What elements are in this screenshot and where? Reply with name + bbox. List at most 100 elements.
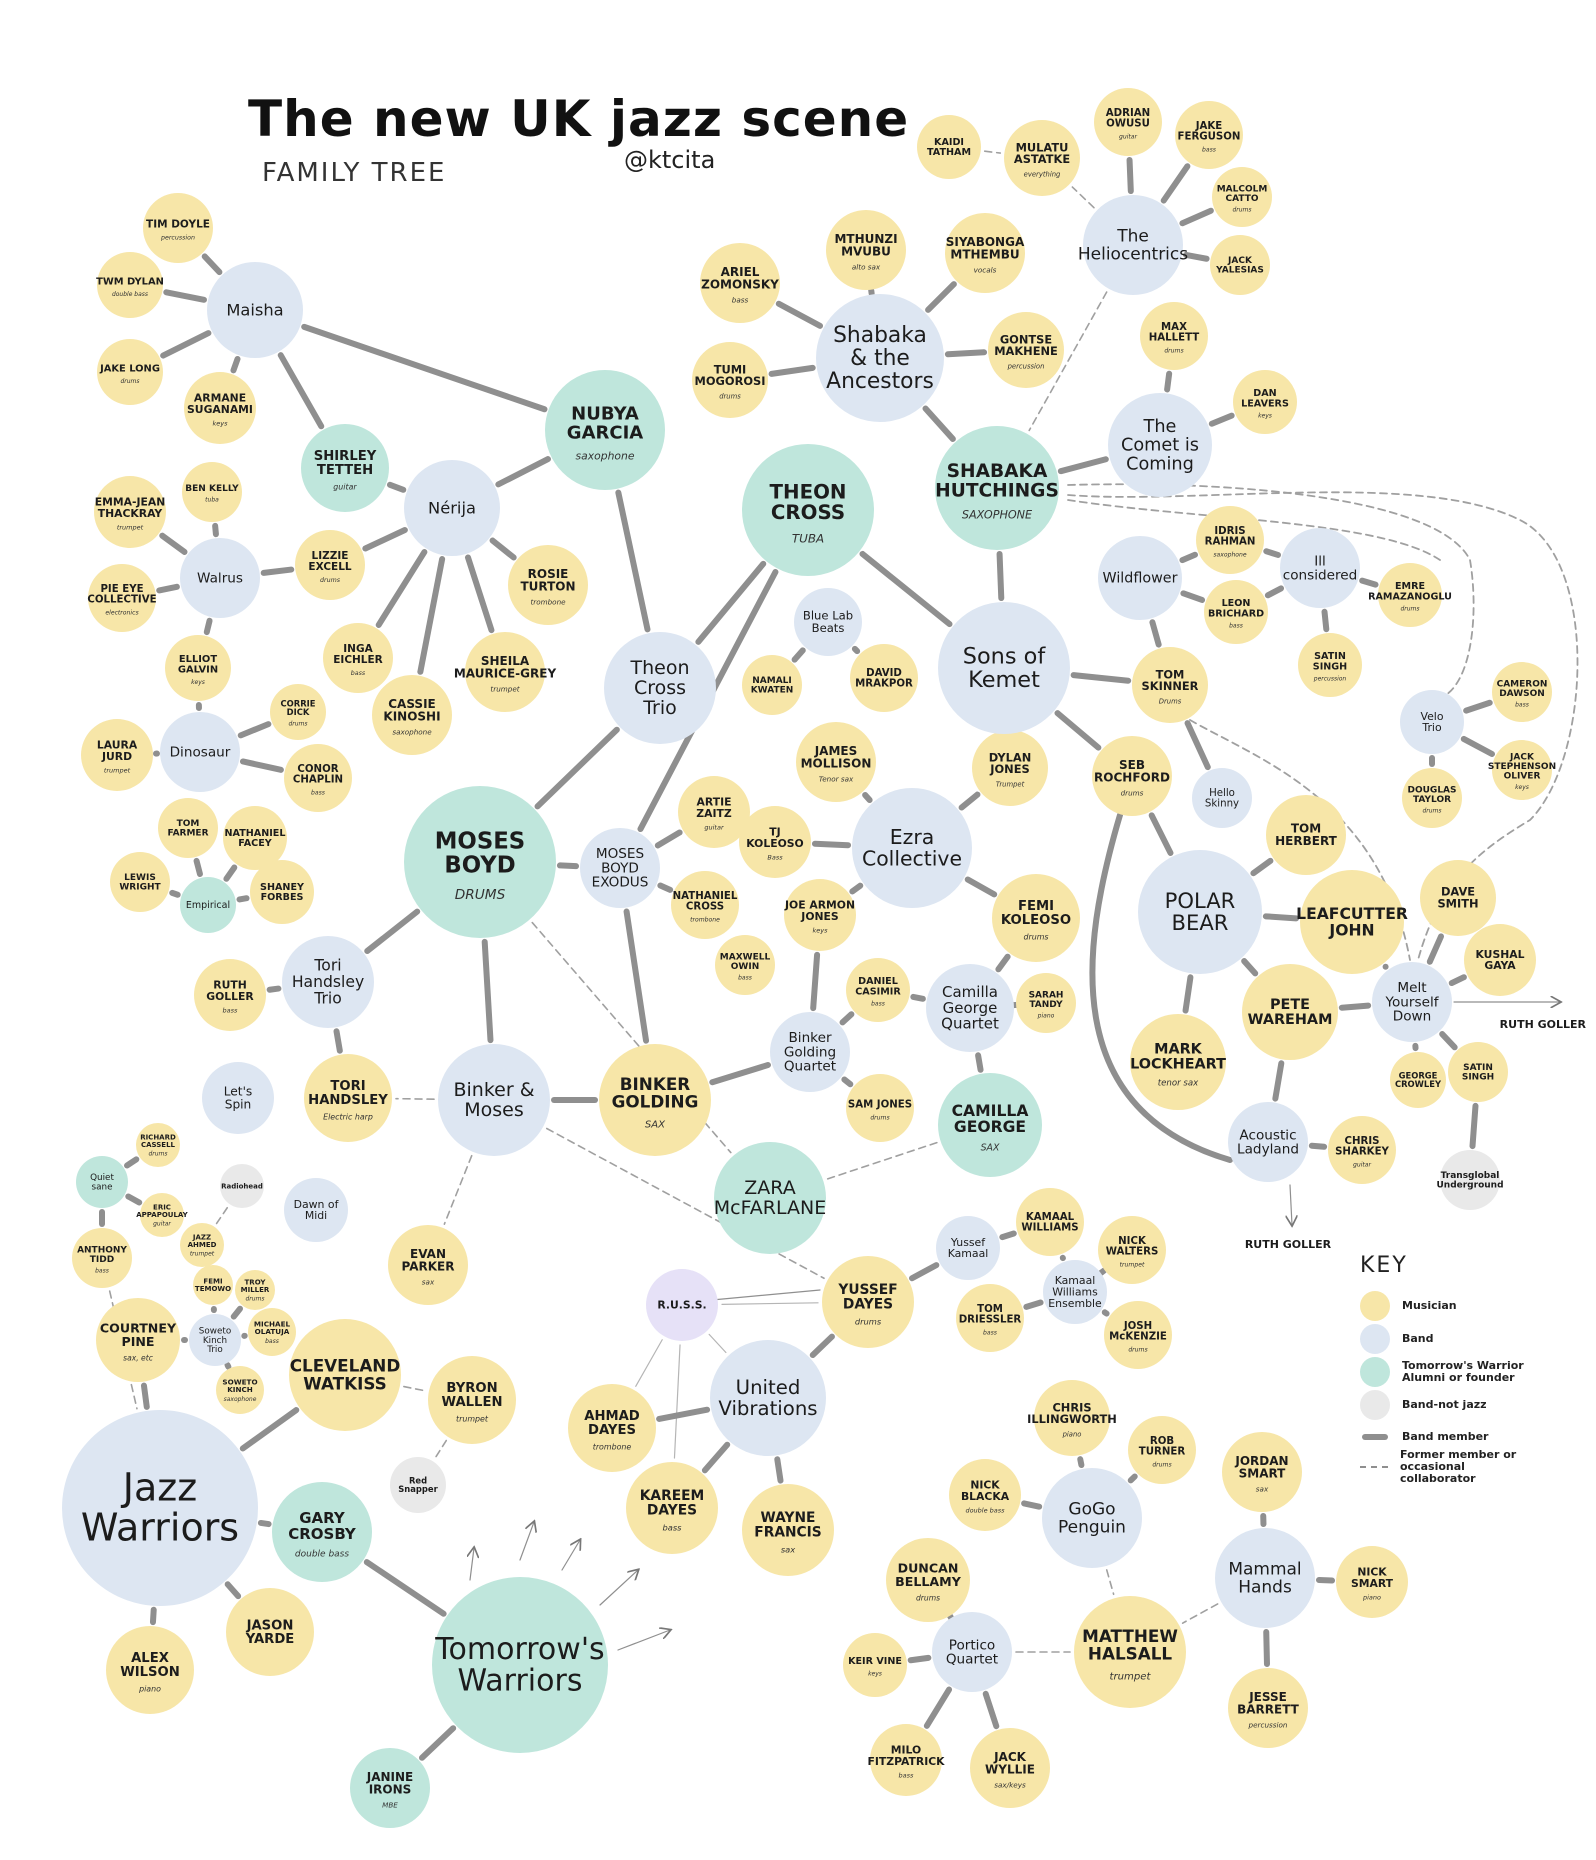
node-sublabel: Drums bbox=[1159, 698, 1182, 706]
node-label: Binker & bbox=[453, 1079, 534, 1101]
node-sublabel: keys bbox=[813, 927, 829, 935]
legend-item-nonjazz: Band-not jazz bbox=[1360, 1390, 1487, 1420]
node-label: FORBES bbox=[261, 892, 304, 903]
node-label: WYLLIE bbox=[985, 1763, 1035, 1777]
node-label: BARRETT bbox=[1237, 1703, 1300, 1717]
node-label: ALEX bbox=[131, 1651, 169, 1666]
node-sublabel: bass bbox=[1515, 701, 1529, 708]
node-label: R.U.S.S. bbox=[657, 1299, 706, 1312]
edge-shabaka_anc-shabaka bbox=[925, 409, 952, 439]
edge-cgquartet-danielc bbox=[913, 997, 923, 999]
edge-ezra-james bbox=[865, 795, 869, 800]
edge-jazzwarriors-cleveland bbox=[243, 1410, 296, 1448]
node-label: Shabaka bbox=[833, 323, 927, 348]
edge-theon-sons bbox=[862, 554, 949, 624]
node-label: McKENZIE bbox=[1109, 1332, 1167, 1343]
node-label: HERBERT bbox=[1275, 834, 1338, 848]
node-sublabel: keys bbox=[191, 679, 205, 686]
edge-helio-malcolm bbox=[1182, 211, 1210, 224]
arrow-path bbox=[600, 1570, 638, 1605]
node-label: ZARA bbox=[744, 1177, 795, 1199]
node-label: JURD bbox=[101, 750, 132, 763]
node-label: ILLINGWORTH bbox=[1027, 1412, 1117, 1426]
node-label: TEMOWO bbox=[195, 1285, 231, 1293]
node-sublabel: drums bbox=[1400, 606, 1419, 613]
node-label: HUTCHINGS bbox=[935, 481, 1059, 502]
node-label: OWUSU bbox=[1106, 119, 1150, 130]
node-label: Collective bbox=[862, 846, 962, 870]
edge-maisha-armane bbox=[233, 359, 237, 370]
edge-soweto_trio-soweto bbox=[227, 1365, 228, 1367]
node-sublabel: double bass bbox=[295, 1549, 349, 1559]
node-label: JAKE LONG bbox=[99, 363, 160, 374]
node-sublabel: trumpet bbox=[190, 1251, 215, 1258]
node-label: Moses bbox=[464, 1099, 524, 1121]
node-label: Trio bbox=[313, 990, 342, 1008]
edge-gogo-rob bbox=[1131, 1476, 1135, 1480]
node-label: WALTERS bbox=[1106, 1247, 1159, 1258]
node-label: CHRIS bbox=[1345, 1136, 1380, 1147]
node-sublabel: guitar bbox=[333, 483, 357, 492]
edge-united-kareem bbox=[705, 1445, 727, 1471]
node-label: TETTEH bbox=[317, 463, 373, 478]
node-sublabel: TUBA bbox=[792, 531, 824, 545]
legend-item-musician: Musician bbox=[1360, 1291, 1457, 1321]
edge-walrus-pieeye bbox=[159, 587, 177, 591]
node-label: AHMED bbox=[188, 1241, 217, 1249]
node-label: DAYES bbox=[647, 1502, 697, 1518]
node-label: DAWSON bbox=[1499, 689, 1545, 699]
node-label: CASSELL bbox=[141, 1141, 176, 1149]
node-label: GARCIA bbox=[567, 422, 643, 443]
node-radiohead: Radiohead bbox=[220, 1164, 264, 1208]
edge-yussefd-yussefk bbox=[912, 1265, 936, 1278]
edge-velo-cameron bbox=[1466, 703, 1490, 711]
node-label: CROSS bbox=[686, 902, 724, 913]
node-label: PETE bbox=[1270, 997, 1310, 1013]
edge-portico-milo bbox=[927, 1690, 949, 1726]
node-sublabel: saxophone bbox=[1213, 552, 1247, 559]
node-label: Midi bbox=[305, 1209, 327, 1222]
node-sublabel: guitar bbox=[1119, 133, 1138, 141]
arrow-path bbox=[1290, 1185, 1292, 1225]
node-sublabel: piano bbox=[1062, 1431, 1082, 1439]
node-label: Kamaal bbox=[948, 1247, 989, 1260]
edge-velo-jackso bbox=[1464, 739, 1492, 754]
edge-ezra-femi bbox=[968, 879, 994, 894]
node-label: Heliocentrics bbox=[1078, 244, 1188, 264]
node-label: FRANCIS bbox=[754, 1524, 821, 1540]
node-label: SUGANAMI bbox=[187, 403, 253, 416]
node-sublabel: Trumpet bbox=[996, 781, 1025, 789]
edge-soweto_trio-troy bbox=[234, 1309, 240, 1317]
edge-russ-yussefd bbox=[722, 1303, 818, 1305]
node-label: Underground bbox=[1436, 1181, 1503, 1191]
node-label: MAX bbox=[1161, 322, 1187, 333]
node-label: WALLEN bbox=[441, 1395, 502, 1410]
node-label: WRIGHT bbox=[119, 883, 161, 893]
node-label: WATKISS bbox=[303, 1373, 387, 1393]
